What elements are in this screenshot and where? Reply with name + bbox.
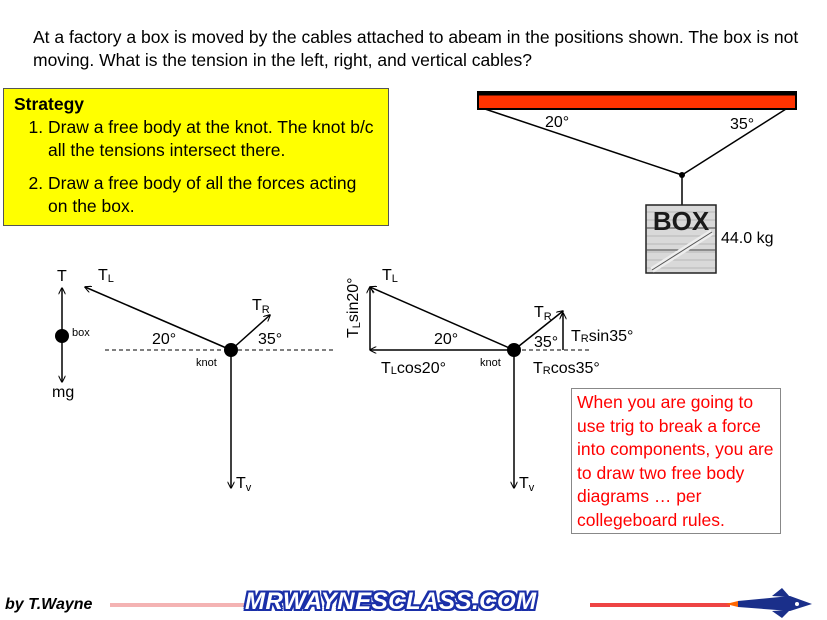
- box-label: BOX: [653, 206, 710, 236]
- box-image: BOX: [645, 204, 717, 274]
- knot-1-tr-label: TR: [252, 297, 270, 316]
- strategy-step-1: Draw a free body at the knot. The knot b…: [48, 116, 378, 162]
- scene-knot: [679, 172, 685, 178]
- right-cable: [681, 108, 787, 176]
- knot-2-tr-label: TR: [534, 304, 552, 323]
- knot-1-angle-right: 35°: [258, 331, 282, 348]
- tl-cos-label: TLcos20°: [381, 360, 446, 377]
- strategy-list: Draw a free body at the knot. The knot b…: [14, 116, 378, 218]
- fbd-knot: TL TR Tv 20° 35° knot: [85, 267, 335, 494]
- rocket-icon: [726, 588, 812, 618]
- knot-2-angle-right: 35°: [534, 334, 558, 351]
- box-mass: 44.0 kg: [721, 230, 773, 247]
- box-tension-label: T: [57, 268, 67, 285]
- footer-site-logo[interactable]: MRWAYNESCLASS.COM: [245, 588, 537, 615]
- knot-1-tr-arrow: [230, 315, 270, 351]
- knot-2-dot: [507, 343, 521, 357]
- box-weight-label: mg: [52, 384, 74, 401]
- knot-2-tl-arrow: [370, 287, 515, 351]
- tr-cos-label: TRcos35°: [533, 360, 600, 377]
- box-dot-label: box: [72, 327, 90, 339]
- knot-1-angle-left: 20°: [152, 331, 176, 348]
- question-text: At a factory a box is moved by the cable…: [33, 27, 799, 70]
- footer-author: by T.Wayne: [5, 596, 93, 613]
- knot-2-angle-left: 20°: [434, 331, 458, 348]
- beam-scene: 20° 35° BOX 44.0 kg: [477, 91, 797, 274]
- knot-1-tl-arrow: [85, 287, 232, 351]
- scene-left-angle: 20°: [545, 114, 569, 131]
- knot-1-tl-label: TL: [98, 267, 114, 285]
- beam: [477, 91, 797, 110]
- knot-2-tl-label: TL: [382, 267, 398, 285]
- knot-2-tr-arrow: [513, 311, 563, 351]
- scene-right-angle: 35°: [730, 116, 754, 133]
- strategy-step-2: Draw a free body of all the forces actin…: [48, 172, 378, 218]
- left-cable: [484, 108, 683, 176]
- footer-decoration: [110, 588, 812, 618]
- fbd-box: T mg box: [52, 268, 90, 401]
- collegeboard-note: When you are going to use trig to break …: [571, 388, 781, 534]
- strategy-title: Strategy: [14, 94, 85, 114]
- knot-2-tv-label: Tv: [519, 475, 535, 494]
- knot-1-dot: [224, 343, 238, 357]
- knot-2-label: knot: [480, 357, 501, 369]
- knot-1-tv-label: Tv: [236, 475, 252, 494]
- fbd-components: TL TR Tv 20° 35° knot TLsin20° TLcos20° …: [345, 267, 633, 494]
- tr-sin-label: TRsin35°: [571, 328, 633, 345]
- box-dot: [55, 329, 69, 343]
- tl-sin-label: TLsin20°: [345, 277, 363, 338]
- knot-1-label: knot: [196, 357, 217, 369]
- strategy-box: Strategy Draw a free body at the knot. T…: [3, 88, 389, 226]
